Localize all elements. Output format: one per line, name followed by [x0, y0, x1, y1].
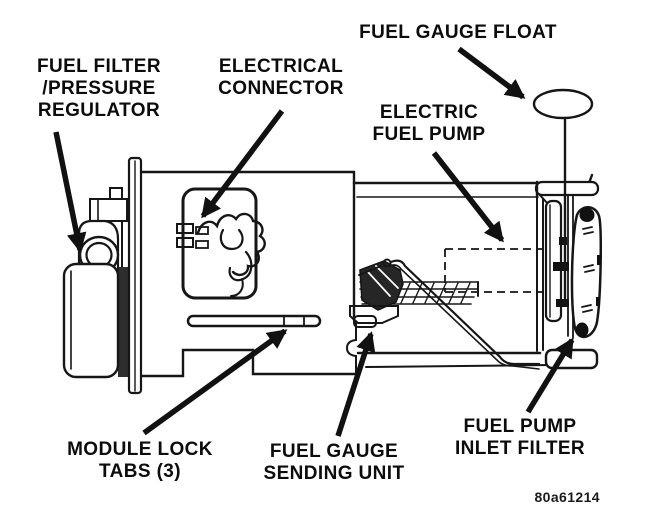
fuel-pump-inlet-filter-arrow: [525, 337, 575, 414]
fuel-gauge-sending-unit-label: FUEL GAUGE SENDING UNIT: [263, 441, 405, 484]
electric-fuel-pump-arrow: [431, 151, 505, 243]
fuel-gauge-float-arrow: [457, 46, 526, 100]
fuel-filter-pressure-regulator-drawing: [62, 198, 128, 379]
module-lock-tabs-arrow: [142, 328, 288, 436]
module-lock-tabs-label: MODULE LOCK TABS (3): [67, 439, 213, 482]
fuel-gauge-float-label: FUEL GAUGE FLOAT: [359, 22, 557, 43]
fuel-pump-inlet-filter-label: FUEL PUMP INLET FILTER: [454, 416, 586, 459]
fuel-filter-arrow: [53, 131, 87, 253]
electric-fuel-pump-label: ELECTRIC FUEL PUMP: [372, 102, 486, 145]
electrical-connector-label: ELECTRICAL CONNECTOR: [218, 56, 344, 99]
electrical-connector-arrow: [200, 109, 285, 219]
fuel-gauge-sending-unit-arrow: [335, 331, 376, 437]
float-rod-bracket: [534, 180, 600, 197]
fuel-pump-bracket-drawing: [536, 191, 574, 352]
fuel-filter-regulator-label: FUEL FILTER /PRESSURE REGULATOR: [36, 56, 162, 121]
fuel-gauge-float-drawing: [532, 88, 600, 305]
fuel-pump-inlet-filter-drawing: [570, 206, 602, 339]
figure-code: 80a61214: [534, 489, 600, 505]
fuel-gauge-sending-unit-drawing: [345, 258, 541, 375]
electric-fuel-pump-dashed-outline: [444, 248, 549, 293]
electrical-connector-window-drawing: [176, 187, 266, 300]
module-lock-tab-drawing: [186, 314, 322, 328]
